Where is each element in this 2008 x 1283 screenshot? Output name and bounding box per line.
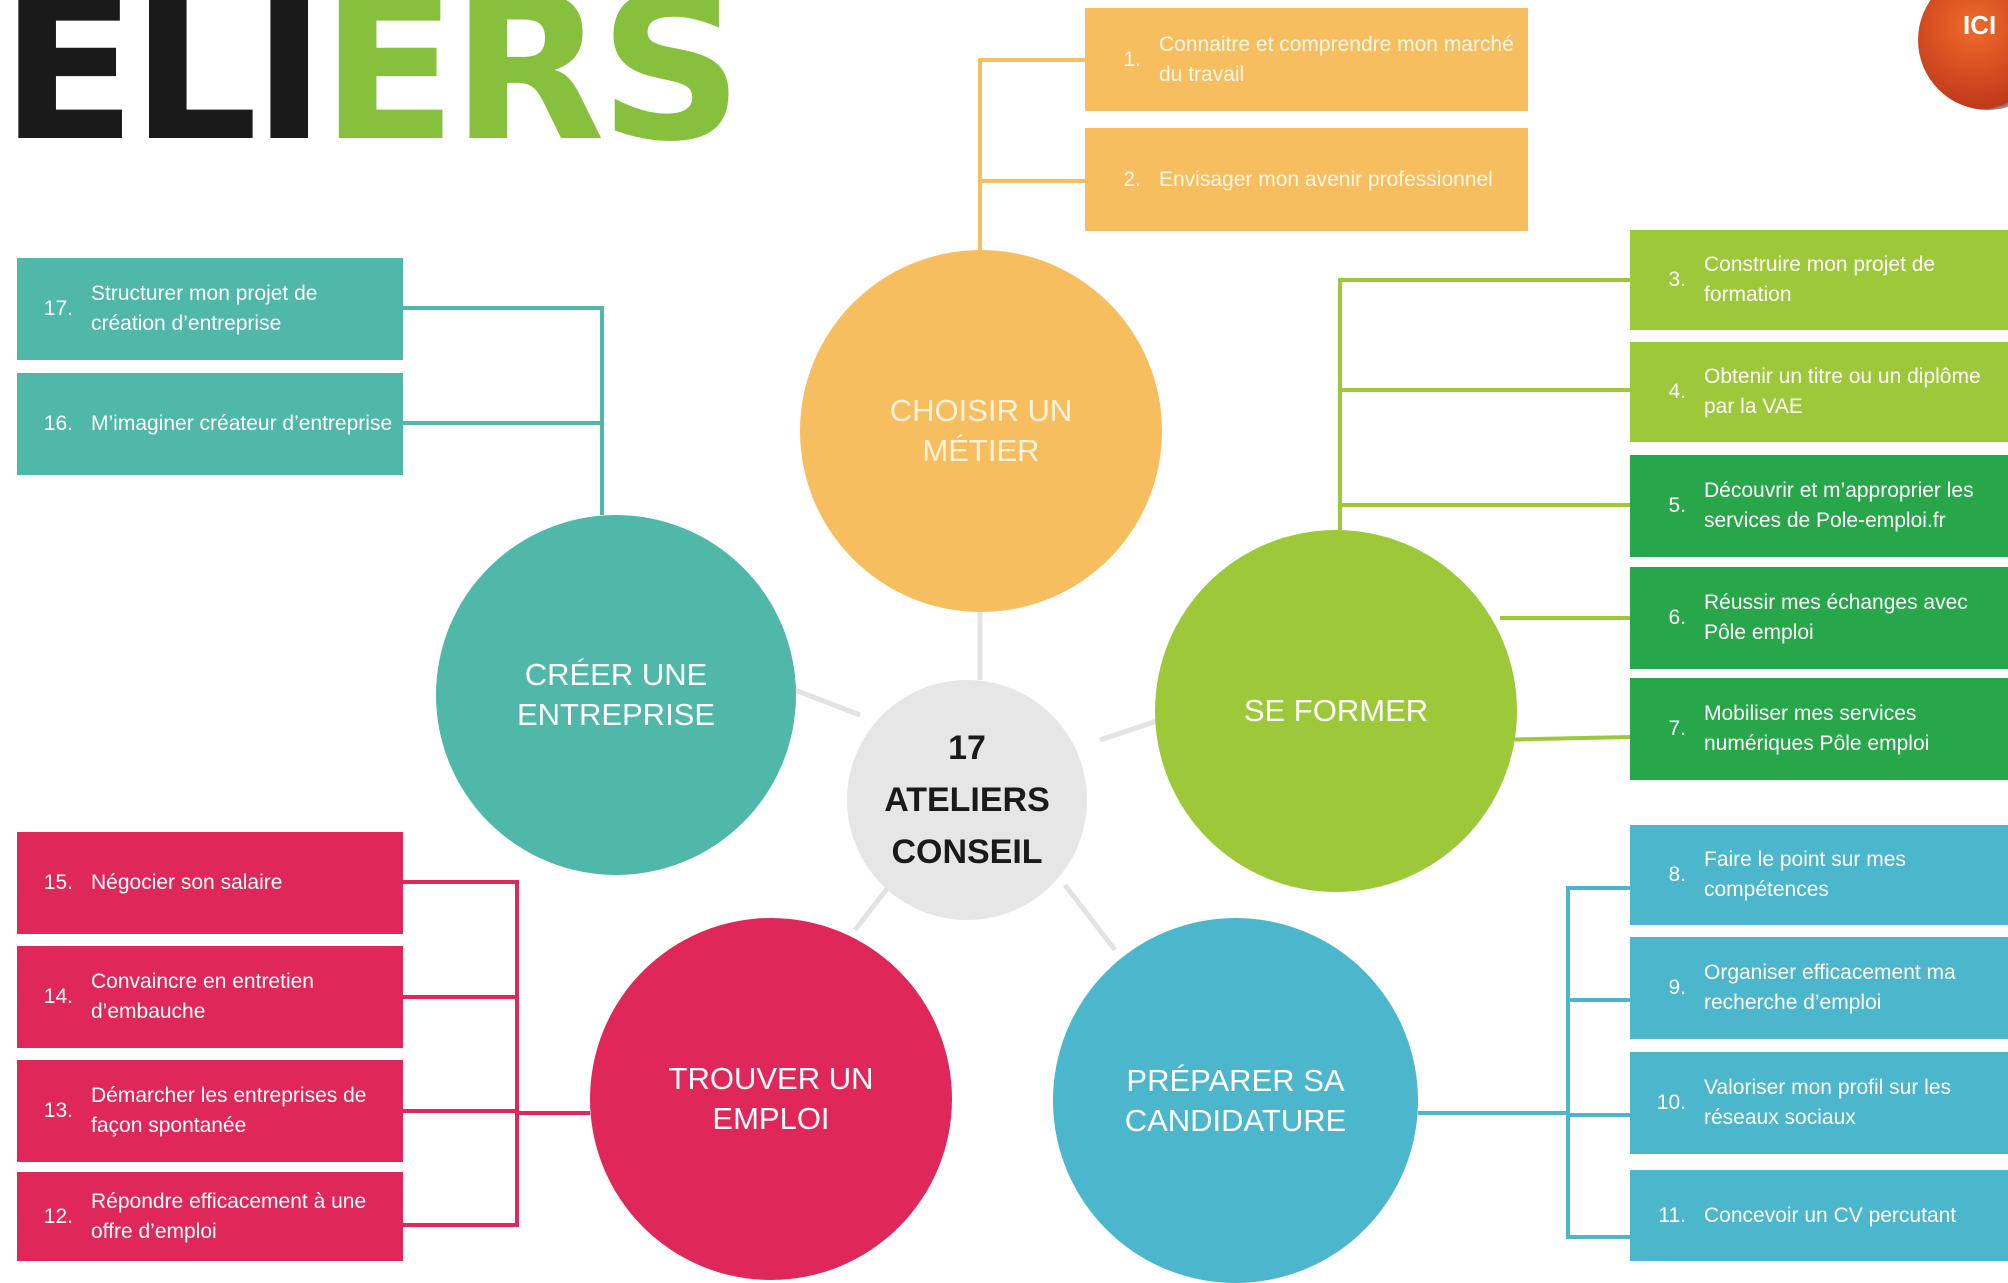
workshop-number: 8. <box>1668 863 1686 886</box>
spoke-preparer <box>1063 883 1117 952</box>
center-node: 17 ATELIERS CONSEIL <box>847 680 1087 920</box>
theme-circle-creer: CRÉER UNE ENTREPRISE <box>436 515 796 875</box>
workshop-number: 12. <box>43 1204 73 1228</box>
theme-label: CRÉER UNE ENTREPRISE <box>516 657 716 732</box>
connectors-choisir <box>978 58 1085 250</box>
theme-circle-former: SE FORMER <box>1155 530 1517 892</box>
workshop-label: Convaincre en entretien d’embauche <box>91 970 314 1023</box>
workshop-label: Négocier son salaire <box>91 871 283 894</box>
workshop-3: 3. Construire mon projet de formation <box>1630 230 2008 330</box>
workshop-number: 4. <box>1668 380 1686 403</box>
workshop-number: 6. <box>1668 606 1686 629</box>
logo-part-1: ELI <box>0 0 326 186</box>
workshop-1: 1. Connaitre et comprendre mon marché du… <box>1085 8 1528 111</box>
workshop-label: Connaitre et comprendre mon marché du tr… <box>1159 32 1514 86</box>
workshop-label: Obtenir un titre ou un diplôme par la VA… <box>1704 365 1981 418</box>
workshop-label: Envisager mon avenir professionnel <box>1159 167 1493 191</box>
theme-circle-preparer: PRÉPARER SA CANDIDATURE <box>1053 918 1418 1283</box>
workshop-number: 14. <box>43 985 73 1008</box>
workshop-number: 3. <box>1668 268 1686 291</box>
theme-label: TROUVER UN EMPLOI <box>668 1061 874 1136</box>
workshop-number: 1. <box>1123 47 1141 71</box>
workshop-number: 10. <box>1656 1091 1686 1114</box>
workshop-label: Concevoir un CV percutant <box>1704 1203 1957 1227</box>
workshop-number: 5. <box>1668 494 1686 517</box>
workshop-label: Répondre efficacement à une offre d’empl… <box>91 1189 367 1243</box>
workshop-number: 7. <box>1668 717 1686 740</box>
workshop-12: 12. Répondre efficacement à une offre d’… <box>17 1172 403 1261</box>
logo-part-2: ERS <box>320 0 743 186</box>
spoke-former <box>1099 717 1161 743</box>
workshop-number: 2. <box>1123 167 1141 191</box>
workshop-5: 5. Découvrir et m’approprier les service… <box>1630 455 2008 557</box>
spoke-trouver <box>853 883 892 932</box>
workshop-16: 16. M’imaginer créateur d’entreprise <box>17 373 403 475</box>
ateliers-logo: ELIERS <box>0 0 743 170</box>
workshop-11: 11. Concevoir un CV percutant <box>1630 1170 2008 1261</box>
connectors-former <box>1338 278 1631 742</box>
workshop-2: 2. Envisager mon avenir professionnel <box>1085 128 1528 231</box>
workshop-label: Démarcher les entreprises de façon spont… <box>91 1084 367 1137</box>
connectors-creer <box>403 306 604 515</box>
workshop-number: 17. <box>43 297 73 320</box>
workshop-17: 17. Structurer mon projet de création d’… <box>17 258 403 360</box>
workshop-label: Réussir mes échanges avec Pôle emploi <box>1704 591 1968 644</box>
theme-circle-choisir: CHOISIR UN MÉTIER <box>800 250 1162 612</box>
connectors-trouver <box>403 880 590 1227</box>
workshop-number: 9. <box>1668 976 1686 999</box>
workshop-13: 13. Démarcher les entreprises de façon s… <box>17 1060 403 1162</box>
workshop-label: Découvrir et m’approprier les services d… <box>1704 479 1974 532</box>
theme-label: CHOISIR UN MÉTIER <box>889 393 1073 468</box>
center-label: 17 ATELIERS CONSEIL <box>884 729 1050 871</box>
workshop-number: 11. <box>1658 1203 1686 1227</box>
workshop-number: 13. <box>43 1099 73 1122</box>
workshop-4: 4. Obtenir un titre ou un diplôme par la… <box>1630 342 2008 442</box>
workshop-label: Organiser efficacement ma recherche d’em… <box>1704 961 1956 1014</box>
theme-label: SE FORMER <box>1243 693 1429 728</box>
workshop-label: Mobiliser mes services numériques Pôle e… <box>1704 702 1930 755</box>
center-spokes <box>794 610 1161 952</box>
workshop-label: Structurer mon projet de création d’entr… <box>91 282 318 335</box>
workshop-label: Construire mon projet de formation <box>1704 253 1936 306</box>
theme-label: PRÉPARER SA CANDIDATURE <box>1124 1062 1347 1138</box>
spoke-creer <box>794 687 861 718</box>
workshop-label: Faire le point sur mes compétences <box>1704 848 1906 901</box>
workshop-7: 7. Mobiliser mes services numériques Pôl… <box>1630 678 2008 780</box>
theme-circle-trouver: TROUVER UN EMPLOI <box>590 918 952 1280</box>
workshop-8: 8. Faire le point sur mes compétences <box>1630 825 2008 925</box>
workshop-15: 15. Négocier son salaire <box>17 832 403 934</box>
workshop-9: 9. Organiser efficacement ma recherche d… <box>1630 937 2008 1039</box>
workshop-6: 6. Réussir mes échanges avec Pôle emploi <box>1630 567 2008 669</box>
workshop-label: M’imaginer créateur d’entreprise <box>91 412 393 435</box>
connectors-preparer <box>1418 886 1630 1239</box>
workshop-label: Valoriser mon profil sur les réseaux soc… <box>1704 1076 1952 1129</box>
workshop-14: 14. Convaincre en entretien d’embauche <box>17 946 403 1048</box>
workshop-number: 15. <box>43 871 73 894</box>
workshop-number: 16. <box>43 412 73 435</box>
badge-text: ICI <box>1963 10 1997 40</box>
workshop-10: 10. Valoriser mon profil sur les réseaux… <box>1630 1052 2008 1154</box>
